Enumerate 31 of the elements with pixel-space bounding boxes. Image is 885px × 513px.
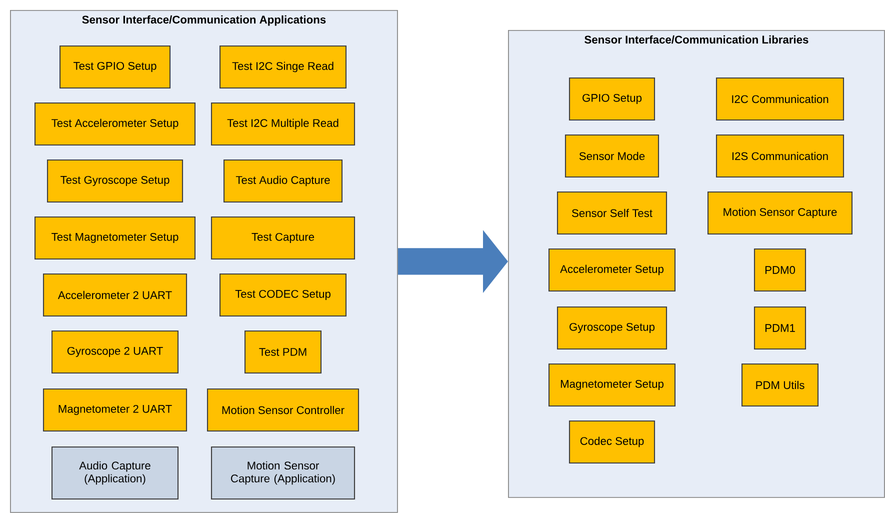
module-box: Test PDM — [244, 330, 322, 374]
module-box: Accelerometer Setup — [548, 248, 676, 292]
application-box: Motion Sensor Capture (Application) — [210, 446, 356, 500]
module-box: PDM0 — [754, 248, 806, 292]
module-box: Test Gyroscope Setup — [46, 159, 184, 203]
module-box: Magnetometer Setup — [548, 363, 676, 407]
module-box: Codec Setup — [568, 420, 656, 464]
module-box: Accelerometer 2 UART — [42, 273, 188, 317]
module-box: Test I2C Multiple Read — [210, 102, 356, 146]
module-box: Gyroscope Setup — [556, 306, 668, 350]
module-box: I2C Communication — [716, 77, 844, 121]
module-box: Test Accelerometer Setup — [34, 102, 196, 146]
module-box: PDM Utils — [741, 363, 819, 407]
module-box: I2S Communication — [716, 134, 844, 178]
module-box: Sensor Mode — [564, 134, 660, 178]
module-box: Motion Sensor Capture — [707, 191, 853, 235]
module-box: Test Capture — [210, 216, 356, 260]
module-box: Magnetometer 2 UART — [42, 388, 188, 432]
module-box: Test Magnetometer Setup — [34, 216, 196, 260]
module-box: Motion Sensor Controller — [206, 388, 360, 432]
module-box: Sensor Self Test — [556, 191, 668, 235]
panel-title: Sensor Interface/Communication Libraries — [584, 35, 808, 44]
module-box: Test I2C Singe Read — [219, 45, 347, 89]
module-box: PDM1 — [754, 306, 806, 350]
module-box: Test GPIO Setup — [59, 45, 171, 89]
module-box: Test CODEC Setup — [219, 273, 347, 317]
application-box: Audio Capture (Application) — [51, 446, 179, 500]
module-box: GPIO Setup — [568, 77, 656, 121]
panel-title: Sensor Interface/Communication Applications — [82, 15, 326, 26]
module-box: Gyroscope 2 UART — [51, 330, 179, 374]
module-box: Test Audio Capture — [223, 159, 343, 203]
